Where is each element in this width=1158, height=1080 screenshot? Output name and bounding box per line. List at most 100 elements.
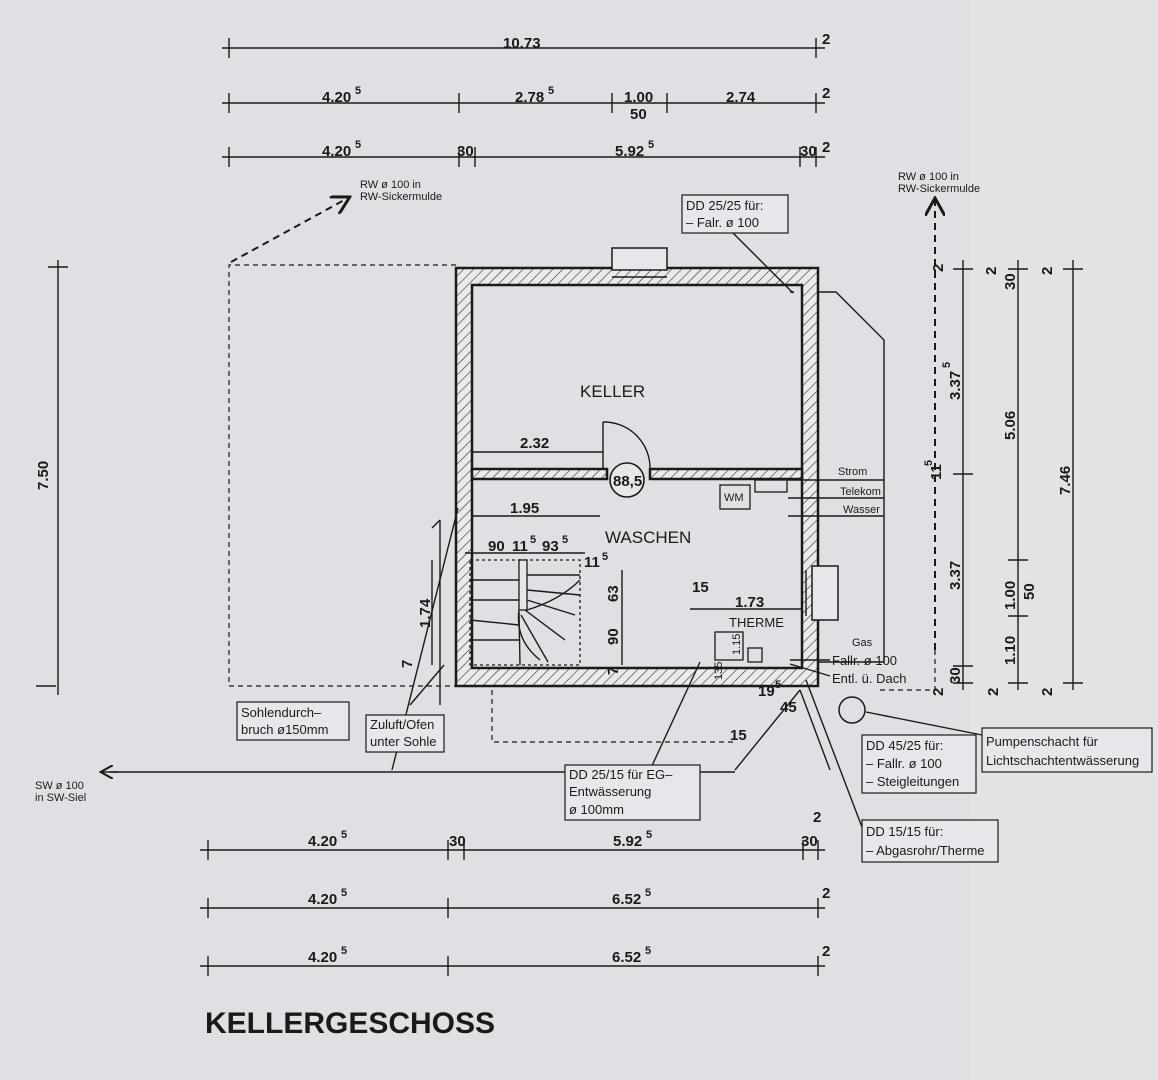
sw-label-line1: SW ø 100 [35,780,84,792]
note-dd15-line1: DD 15/15 für: [866,824,943,839]
dim-right-c1-b-sup: 5 [941,362,953,368]
note-dd-eg: DD 25/15 für EG– Entwässerung ø 100mm [564,764,701,821]
dim-right-c1-a: 2 [930,264,947,272]
label-telekom: Telekom [840,486,881,498]
rw-right-line1: RW ø 100 in [898,171,959,183]
dim-right-c3-c: 2 [1039,688,1056,696]
dim-right-c2-d: 1.00 [1002,581,1019,610]
label-strom: Strom [838,466,867,478]
dim-right-c1-b: 3.37 [947,371,964,400]
note-sohlen-line2: bruch ø150mm [241,722,328,737]
note-sohlendurchbruch: Sohlendurch– bruch ø150mm [236,701,350,741]
label-wasser: Wasser [843,504,880,516]
dim-right-c2-a: 2 [983,267,1000,275]
note-zuluft-line2: unter Sohle [370,734,437,749]
dim-bottom-row3-b: 6.52 [612,949,641,966]
dim-bottom-row2-end: 2 [822,885,830,902]
dim-bottom-row1-c-sup: 5 [646,829,652,841]
dim-stair-d-sup: 5 [602,551,608,563]
note-dd-15: DD 15/15 für: – Abgasrohr/Therme [861,819,999,863]
note-dd-eg-line1: DD 25/15 für EG– [569,767,673,782]
dim-therme-173: 1.73 [735,594,764,611]
dim-bottom-row2-b: 6.52 [612,891,641,908]
dim-top-row2-d: 2.74 [726,89,756,106]
right-dimension-lines [953,260,1083,690]
dim-top-row2-end: 2 [822,85,830,102]
dim-right-c2-c: 5.06 [1002,411,1019,440]
note-pumpe-line1: Pumpenschacht für [986,734,1099,749]
rw-left-line1: RW ø 100 in [360,179,421,191]
dim-bottom-row1-c: 5.92 [613,833,642,850]
dim-top-row3-a-sup: 5 [355,139,361,151]
drawing-title: KELLERGESCHOSS [205,1007,495,1040]
dim-bottom-row2-a-sup: 5 [341,887,347,899]
note-dd-eg-line2: Entwässerung [569,784,651,799]
site-outline [228,198,935,743]
dim-bottom-row3-b-sup: 5 [645,945,651,957]
note-pumpenschacht: Pumpenschacht für Lichtschachtentwässeru… [981,727,1153,773]
dim-bottom-row1-a: 4.20 [308,833,337,850]
note-zuluft-line1: Zuluft/Ofen [370,717,434,732]
dim-top-row1-end: 2 [822,31,830,48]
sw-label-line2: in SW-Siel [35,792,86,804]
dim-19: 19 [758,683,775,700]
note-dd45-line3: – Steigleitungen [866,774,959,789]
dim-bottom-row3-a-sup: 5 [341,945,347,957]
note-dd-top-line2: – Falr. ø 100 [686,215,759,230]
dim-v-90: 90 [605,628,622,645]
dim-waschen-width: 1.95 [510,500,539,517]
dim-right-c2-f: 2 [985,688,1002,696]
dim-v-7b: 7 [399,660,416,668]
label-entlueftung: Entl. ü. Dach [832,671,906,686]
dim-right-c1-d: 3.37 [947,561,964,590]
label-wm: WM [724,492,744,504]
dim-right-c3-a: 2 [1039,267,1056,275]
note-dd-eg-line3: ø 100mm [569,802,624,817]
dim-v-174: 1.74 [417,598,434,628]
label-fallrohr: Fallr. ø 100 [832,653,897,668]
dim-5: 5 [775,679,781,691]
dim-top-row3-b: 30 [457,143,474,160]
left-dimension-line [36,260,68,695]
dim-15b: 15 [730,727,747,744]
dim-v-7: 7 [605,667,622,675]
dim-right-c2-e: 1.10 [1002,636,1019,665]
dim-door-width: 88,5 [613,473,642,490]
dim-bottom-row3-a: 4.20 [308,949,337,966]
dim-bottom-row1-b: 30 [449,833,466,850]
dim-bottom-row2-b-sup: 5 [645,887,651,899]
dim-top-row2-c: 1.00 [624,89,653,106]
dim-right-c2-d-sub: 50 [1021,583,1038,600]
note-dd-top-line1: DD 25/25 für: [686,198,763,213]
note-dd-45: DD 45/25 für: – Fallr. ø 100 – Steigleit… [861,734,977,794]
rw-left-line2: RW-Sickermulde [360,191,442,203]
room-label-keller: KELLER [580,382,645,401]
dim-therme-135: 135 [713,662,725,680]
dim-stair-a: 90 [488,538,505,555]
dim-bottom-row1-a-sup: 5 [341,829,347,841]
dim-stair-b: 11 [512,538,528,555]
note-zuluft: Zuluft/Ofen unter Sohle [365,714,445,753]
room-label-therme: THERME [729,615,784,630]
dim-top-total: 10.73 [503,35,541,52]
dim-bottom-row1-top: 2 [813,809,821,826]
note-sohlen-line1: Sohlendurch– [241,705,322,720]
dim-top-row3-end: 2 [822,139,830,156]
dim-right-c2-b: 30 [1002,273,1019,290]
dim-keller-width: 2.32 [520,435,549,452]
dim-top-row2-a: 4.20 [322,89,351,106]
interior-dimension-lines [431,451,802,665]
dim-v-63: 63 [605,585,622,602]
dim-stair-c-sup: 5 [562,534,568,546]
dim-right-c1-e: 30 [947,667,964,684]
dim-45: 45 [780,699,797,716]
dim-left-height: 7.50 [35,461,52,490]
dim-therme-115: 1.15 [731,634,743,655]
dim-top-row3-c-sup: 5 [648,139,654,151]
dim-top-row2-c-sub: 50 [630,106,647,123]
dim-bottom-row2-a: 4.20 [308,891,337,908]
note-pumpe-line2: Lichtschachtentwässerung [986,753,1139,768]
light-shaft [818,291,885,663]
label-gas: Gas [852,637,873,649]
